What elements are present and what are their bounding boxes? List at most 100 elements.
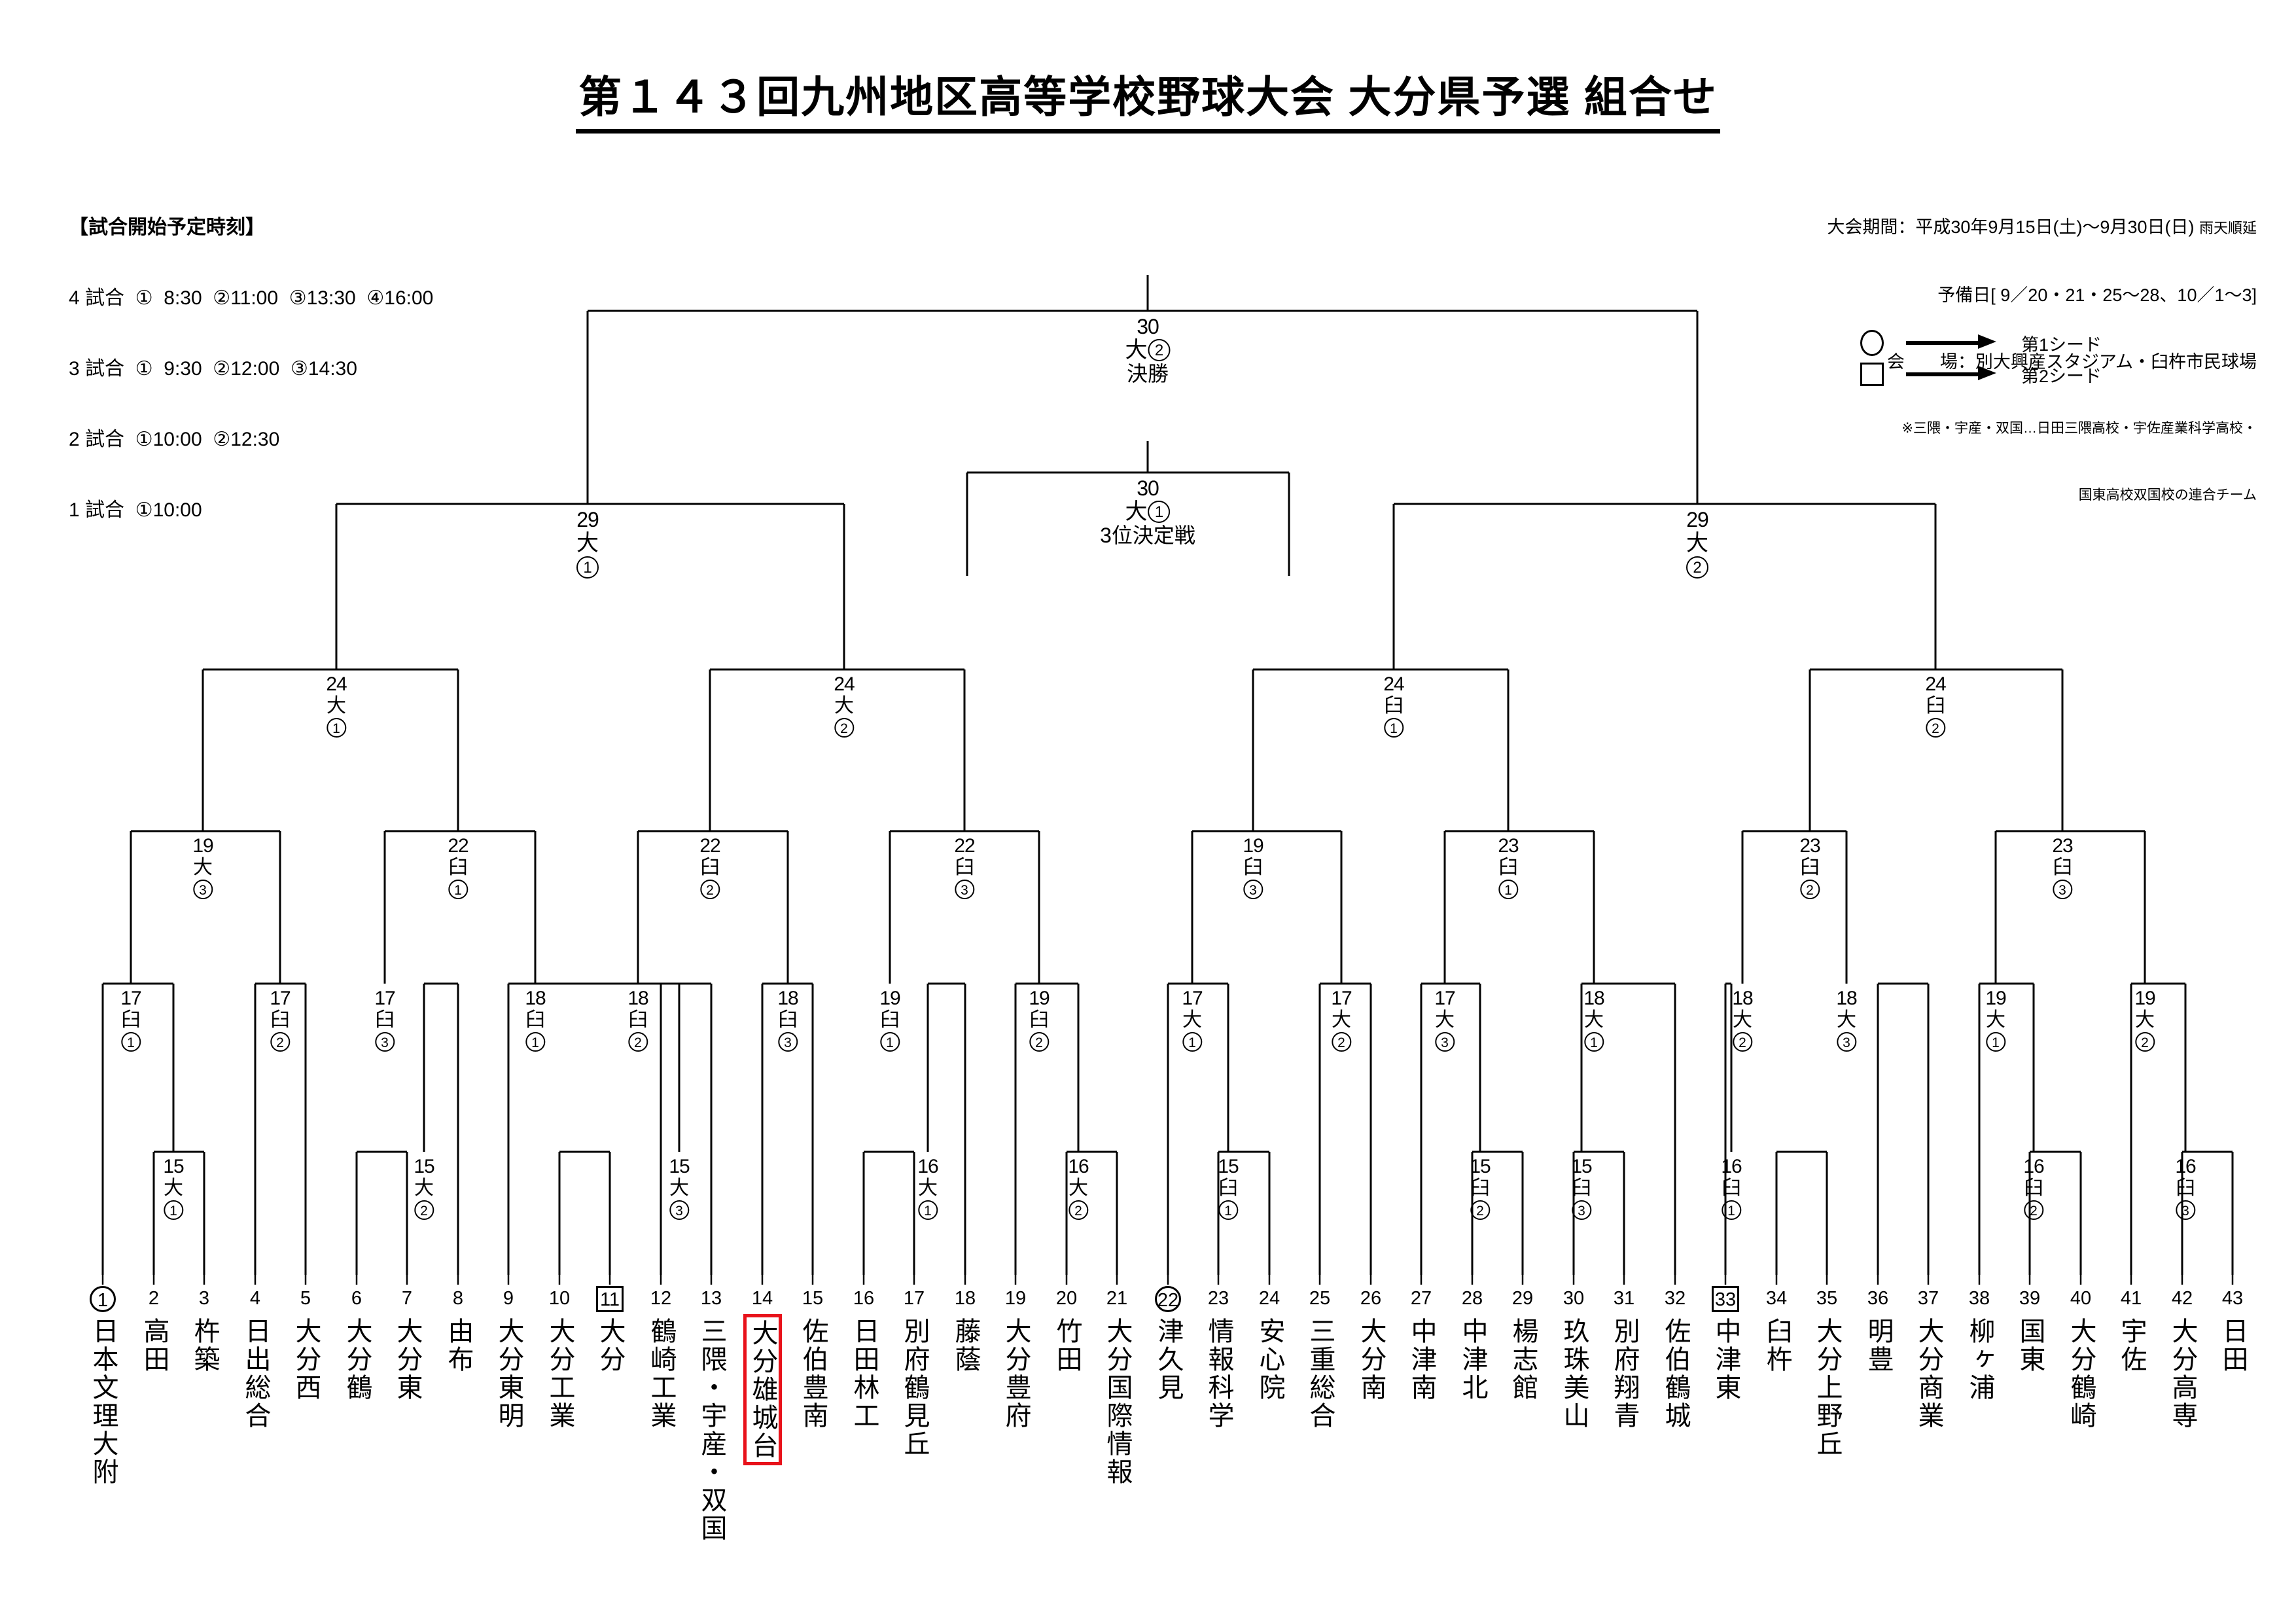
match-date-number: 18 — [1583, 988, 1604, 1009]
team-number: 14 — [751, 1288, 773, 1309]
team-name: 安心院 — [1255, 1317, 1284, 1402]
match-date-number: 15 — [1218, 1156, 1239, 1177]
combined-team-note-1: ※三隈・宇産・双国…日田三隈高校・宇佐産業科学高校・ — [1901, 421, 2257, 436]
team-name: 高田 — [139, 1317, 169, 1374]
game-slot-number: 1 — [880, 1032, 900, 1052]
match-date-number: 19 — [1243, 835, 1263, 857]
team-name: 三重総合 — [1305, 1317, 1335, 1430]
venue-code: 臼 — [1218, 1177, 1238, 1199]
team-number: 5 — [300, 1288, 311, 1309]
game-slot-number: 3 — [669, 1200, 689, 1220]
team-number: 39 — [2019, 1288, 2041, 1309]
match-date-number: 29 — [1686, 508, 1709, 531]
team-name: 中津北 — [1458, 1317, 1487, 1402]
venue-code: 大 — [1125, 338, 1148, 363]
match-date-number: 22 — [954, 835, 975, 857]
game-slot-number: 2 — [1733, 1032, 1752, 1052]
team-number: 15 — [802, 1288, 824, 1309]
match-round-label: 3位決定戦 — [1100, 524, 1195, 547]
venue-code: 臼 — [1029, 1009, 1049, 1031]
match-date-number: 24 — [1925, 673, 1946, 695]
venue-code: 臼 — [2176, 1177, 2195, 1199]
game-slot-number: 2 — [2135, 1032, 2155, 1052]
team-number: 17 — [903, 1288, 925, 1309]
team-name: 由布 — [444, 1317, 473, 1374]
venue-code: 臼 — [448, 857, 468, 878]
team-number: 10 — [548, 1288, 571, 1309]
venue-code: 大 — [669, 1177, 689, 1199]
game-slot-number: 1 — [448, 880, 468, 899]
game-slot-number: 1 — [164, 1200, 183, 1220]
game-slot-number: 2 — [270, 1032, 290, 1052]
game-slot-number: 3 — [2053, 880, 2072, 899]
match-date-number: 18 — [777, 988, 798, 1009]
team-name: 中津南 — [1407, 1317, 1436, 1402]
team-name: 大分鶴 — [342, 1317, 372, 1402]
venue-code: 臼 — [375, 1009, 395, 1031]
game-slot-number: 3 — [1243, 880, 1263, 899]
game-slot-number: 3 — [955, 880, 974, 899]
team-number: 31 — [1613, 1288, 1635, 1309]
team-name: 日本文理大附 — [88, 1317, 118, 1486]
game-slot-number: 2 — [1926, 718, 1945, 738]
seed2-square-icon: 11 — [596, 1286, 624, 1312]
match-date-number: 15 — [163, 1156, 184, 1177]
venue-code: 臼 — [628, 1009, 648, 1031]
game-slot-number: 1 — [121, 1032, 141, 1052]
team-name: 日出総合 — [241, 1317, 270, 1430]
venue-code: 大 — [1686, 531, 1708, 556]
team-number: 1 — [84, 1286, 122, 1312]
match-date-number: 16 — [1721, 1156, 1742, 1177]
seed1-circle-icon: 22 — [1155, 1286, 1181, 1312]
schedule-row-1game: 1 試合 ①10:00 — [69, 499, 202, 521]
venue-code: 臼 — [2053, 857, 2072, 878]
venue-code: 大 — [1069, 1177, 1088, 1199]
match-date-number: 19 — [192, 835, 213, 857]
venue-code: 大 — [1733, 1009, 1752, 1031]
game-slot-number: 1 — [918, 1200, 938, 1220]
match-date-number: 16 — [2175, 1156, 2196, 1177]
venue-code: 臼 — [1498, 857, 1518, 878]
team-number: 30 — [1563, 1288, 1585, 1309]
reserve-dates: 予備日[ 9／20・21・25〜28、10／1〜3] — [1937, 285, 2257, 305]
game-slot-number: 3 — [778, 1032, 798, 1052]
game-slot-number: 2 — [628, 1032, 648, 1052]
match-date-number: 19 — [1029, 988, 1050, 1009]
team-number: 34 — [1765, 1288, 1788, 1309]
match-date-number: 30 — [1137, 315, 1159, 338]
team-number: 27 — [1410, 1288, 1432, 1309]
schedule-times-block: 【試合開始予定時刻】 4 試合 ① 8:30 ②11:00 ③13:30 ④16… — [69, 169, 433, 569]
team-name: 大分 — [595, 1317, 625, 1374]
venue-code: 臼 — [1722, 1177, 1741, 1199]
venue-code: 臼 — [778, 1009, 798, 1031]
game-slot-number: 1 — [1584, 1032, 1604, 1052]
venue-code: 大 — [834, 695, 854, 717]
team-entry: 2 高田 — [135, 1286, 173, 1377]
team-entry: 24 安心院 — [1250, 1286, 1288, 1405]
team-number: 32 — [1664, 1288, 1686, 1309]
team-entry: 1 日本文理大附 — [84, 1286, 122, 1489]
team-name: 三隈・宇産・双国 — [697, 1317, 726, 1543]
combined-team-note-2: 国東高校双国校の連合チーム — [2078, 488, 2257, 503]
team-number: 11 — [591, 1286, 629, 1312]
match-date-number: 17 — [1182, 988, 1203, 1009]
team-number: 2 — [148, 1288, 160, 1309]
team-number: 24 — [1258, 1288, 1280, 1309]
